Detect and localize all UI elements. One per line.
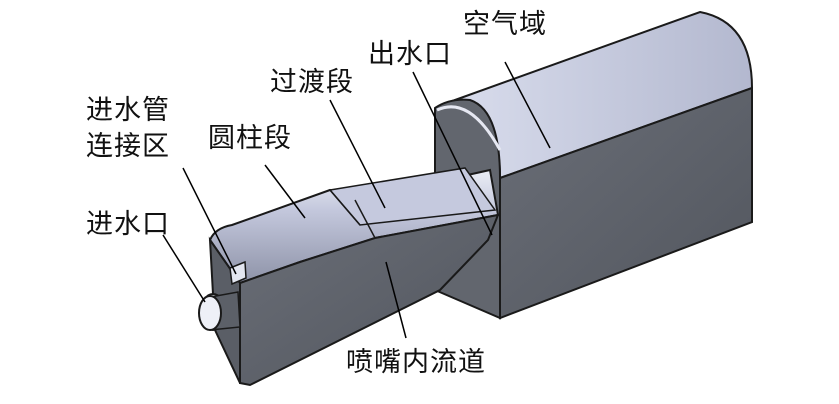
label-air-domain: 空气域 [463, 9, 547, 40]
label-transition-section: 过渡段 [270, 67, 354, 98]
leader-transition [329, 99, 386, 209]
label-inlet: 进水口 [86, 209, 170, 240]
air-domain-front-face [499, 86, 753, 320]
leader-air-domain [504, 61, 551, 149]
label-outlet: 出水口 [368, 39, 452, 70]
label-inlet-pipe-connection-1: 进水管 [86, 95, 170, 126]
leader-outlet [412, 71, 493, 236]
leader-inlet [162, 234, 206, 303]
label-inlet-pipe-connection-2: 连接区 [86, 131, 170, 162]
leader-inner-channel [385, 261, 407, 339]
label-nozzle-inner-channel: 喷嘴内流道 [346, 347, 486, 378]
label-cylinder-section: 圆柱段 [208, 123, 292, 154]
inlet-pipe-connection [229, 260, 247, 286]
air-domain-block [434, 10, 754, 320]
leader-connection [182, 167, 237, 275]
nozzle-front-face [239, 213, 500, 387]
leader-cylinder [264, 164, 306, 219]
nozzle-body [198, 167, 500, 387]
leader-lines [162, 61, 551, 339]
